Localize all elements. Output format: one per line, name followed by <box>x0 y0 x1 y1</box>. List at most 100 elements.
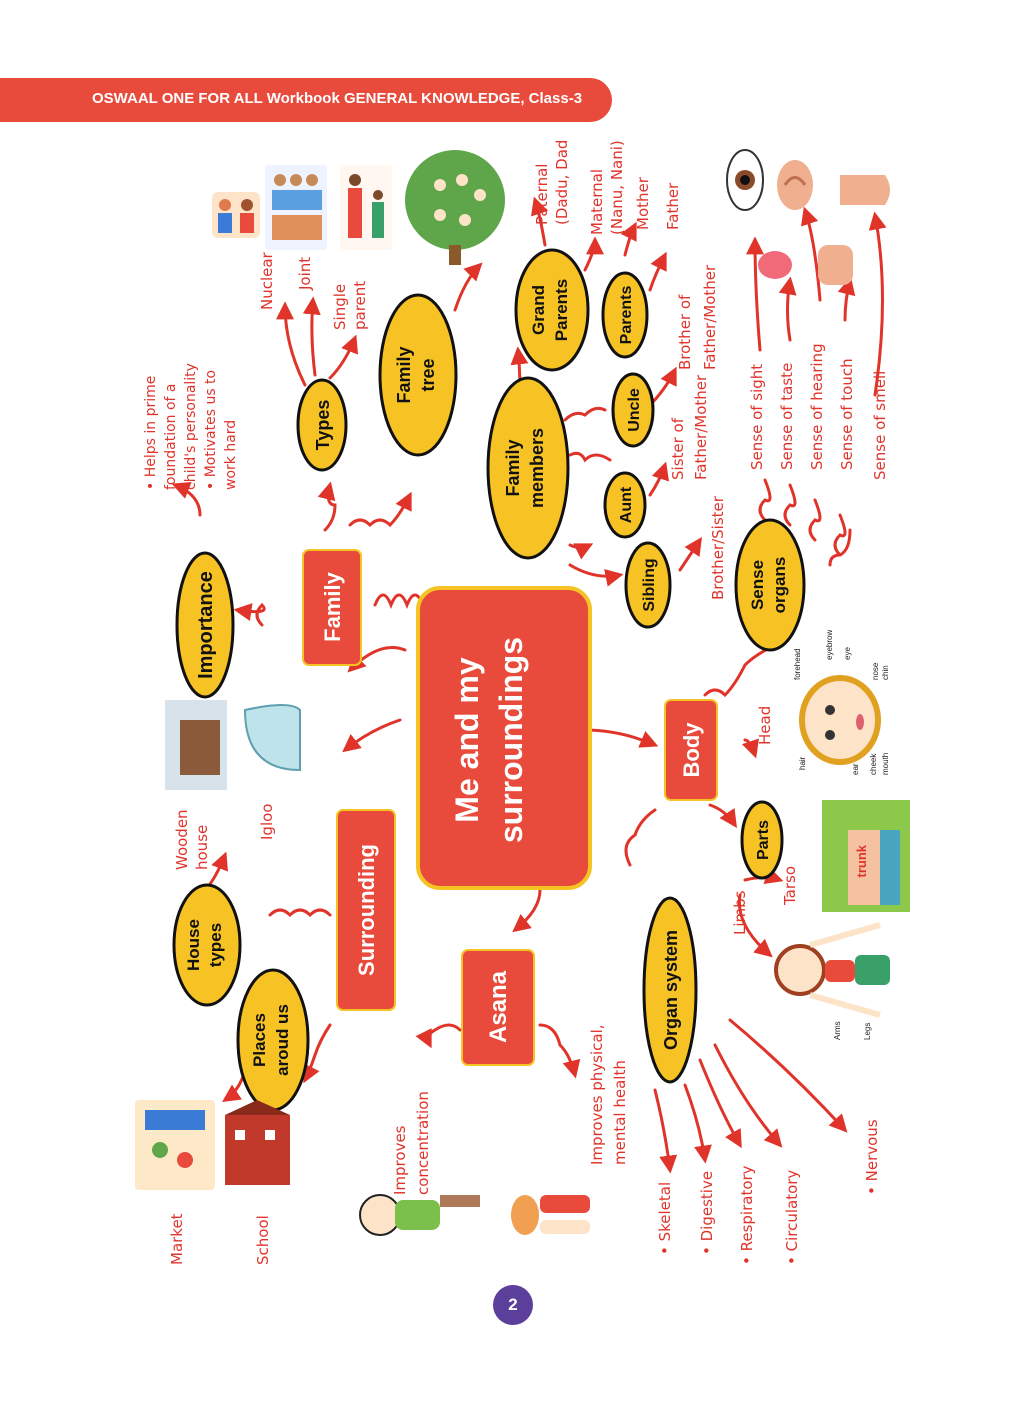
svg-text:eyebrow: eyebrow <box>825 630 834 660</box>
node-body-label: Body <box>679 722 704 778</box>
label-head: Head <box>756 706 774 745</box>
label-father: Father <box>664 182 682 230</box>
svg-text:Sense of touch: Sense of touch <box>838 358 856 470</box>
svg-text:house: house <box>193 825 211 870</box>
svg-text:Sense: Sense <box>748 560 767 610</box>
asana-kid-illustration-2 <box>511 1195 590 1235</box>
asana-kid-illustration-1 <box>359 1194 480 1236</box>
node-places-around-us: Places aroud us <box>236 968 310 1112</box>
page-number-badge: 2 <box>493 1285 533 1325</box>
svg-text:Sister of: Sister of <box>669 417 687 480</box>
igloo-illustration <box>243 704 301 772</box>
label-nuclear: Nuclear <box>258 251 276 310</box>
node-aunt: Aunt <box>603 471 647 539</box>
single-parent-illustration <box>340 165 392 250</box>
svg-text:Sibling: Sibling <box>641 558 658 611</box>
svg-text:forehead: forehead <box>793 648 802 680</box>
svg-text:Parents: Parents <box>552 279 571 341</box>
center-line2: surroundings <box>493 637 529 843</box>
svg-text:Uncle: Uncle <box>626 388 643 432</box>
nose-icon <box>840 175 890 205</box>
tongue-icon <box>758 251 792 279</box>
svg-text:cheek: cheek <box>869 753 878 775</box>
svg-text:• Helps in prime: • Helps in prime <box>143 376 159 490</box>
node-family-tree: Family tree <box>378 293 458 457</box>
label-parent: parent <box>351 281 369 330</box>
header-banner: OSWAAL ONE FOR ALL Workbook GENERAL KNOW… <box>0 78 612 122</box>
svg-text:mental health: mental health <box>611 1060 629 1165</box>
label-joint: Joint <box>296 257 314 291</box>
sense-labels: Sense of sight Sense of taste Sense of h… <box>748 343 889 480</box>
svg-text:Places: Places <box>250 1013 269 1067</box>
svg-text:foundation of a: foundation of a <box>163 384 179 491</box>
svg-text:Sense of smell: Sense of smell <box>871 371 889 480</box>
svg-text:chin: chin <box>881 665 890 680</box>
svg-text:tree: tree <box>418 358 438 391</box>
svg-text:• Nervous: • Nervous <box>863 1119 881 1195</box>
family-type-labels: Nuclear Joint Single parent <box>258 251 369 330</box>
svg-text:• Motivates us to: • Motivates us to <box>203 370 219 490</box>
svg-text:work hard: work hard <box>223 420 239 490</box>
node-surrounding: Surrounding <box>336 809 396 1011</box>
label-trunk: trunk <box>854 844 869 877</box>
node-types: Types <box>296 378 348 472</box>
body-part-labels: Head Tarso Limbs <box>731 706 799 935</box>
node-surrounding-label: Surrounding <box>354 844 379 976</box>
header-title: OSWAAL ONE FOR ALL Workbook GENERAL KNOW… <box>92 90 583 107</box>
svg-text:Parts: Parts <box>755 820 772 860</box>
limbs-illustration: Arms Legs <box>774 922 890 1040</box>
label-tarso: Tarso <box>781 866 799 906</box>
svg-text:Father/Mother: Father/Mother <box>701 264 719 370</box>
node-house-types: House types <box>172 883 242 1007</box>
svg-text:Paternal: Paternal <box>533 164 551 225</box>
organ-list: • Skeletal • Digestive • Respiratory • C… <box>656 1119 881 1265</box>
svg-text:House: House <box>184 919 203 971</box>
svg-text:ear: ear <box>851 763 860 775</box>
svg-text:Grand: Grand <box>529 285 548 335</box>
svg-text:• Respiratory: • Respiratory <box>738 1165 756 1265</box>
asana-labels: Improves concentration Improves physical… <box>391 1024 629 1195</box>
node-sense-organs: Sense organs <box>734 518 806 652</box>
svg-text:Parents: Parents <box>618 286 635 345</box>
svg-text:Legs: Legs <box>863 1023 872 1040</box>
node-family-label: Family <box>320 571 345 641</box>
svg-text:Maternal: Maternal <box>588 169 606 235</box>
node-body: Body <box>664 699 718 801</box>
node-grand-parents: Grand Parents <box>514 248 590 372</box>
label-single: Single <box>331 284 349 330</box>
node-sibling: Sibling <box>624 541 672 629</box>
node-uncle: Uncle <box>611 372 655 448</box>
node-family-members: Family members <box>486 376 570 560</box>
eye-icon <box>726 149 764 211</box>
label-igloo: Igloo <box>258 804 276 840</box>
relation-labels: Paternal (Dadu, Dad Maternal (Nanu, Nani… <box>533 140 727 600</box>
surrounding-labels: Wooden house Igloo Market School <box>168 804 276 1265</box>
svg-text:Improves: Improves <box>391 1125 409 1195</box>
market-illustration <box>135 1100 215 1190</box>
svg-text:Types: Types <box>313 400 333 451</box>
svg-text:Brother of: Brother of <box>676 294 694 370</box>
label-mother: Mother <box>634 176 652 230</box>
connectors <box>171 196 887 1174</box>
svg-text:aroud us: aroud us <box>273 1004 292 1076</box>
node-asana-label: Asana <box>485 970 512 1043</box>
svg-text:organs: organs <box>770 557 789 614</box>
joint-family-illustration <box>265 165 327 250</box>
svg-text:Family: Family <box>394 346 414 403</box>
svg-text:Importance: Importance <box>195 571 217 679</box>
svg-text:Arms: Arms <box>833 1021 842 1040</box>
svg-text:Wooden: Wooden <box>173 809 191 870</box>
svg-text:Sense of taste: Sense of taste <box>778 363 796 470</box>
svg-text:mouth: mouth <box>881 753 890 775</box>
page-number: 2 <box>508 1295 518 1314</box>
face-part-labels: forehead eyebrow eye nose chin hair ear … <box>793 630 890 775</box>
node-family: Family <box>302 549 362 666</box>
center-node: Me and my surroundings <box>416 586 592 890</box>
node-parts: Parts <box>740 800 784 880</box>
label-limbs: Limbs <box>731 890 749 935</box>
svg-text:Aunt: Aunt <box>618 486 635 523</box>
svg-text:eye: eye <box>843 647 852 660</box>
nuclear-family-illustration <box>212 192 260 238</box>
svg-text:Father/Mother: Father/Mother <box>692 374 710 480</box>
